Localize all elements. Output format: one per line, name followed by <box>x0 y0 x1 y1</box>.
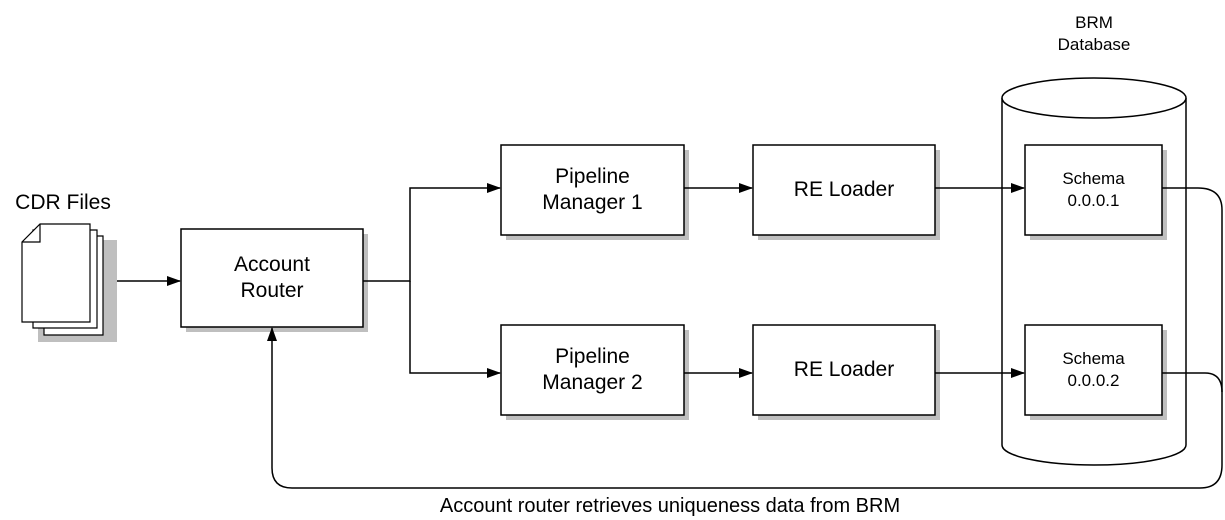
cdr-files-icon <box>21 223 117 342</box>
schema-1-line1: Schema <box>1062 169 1125 188</box>
schema-2-label: Schema 0.0.0.2 <box>1025 325 1162 415</box>
account-router-label-line2: Router <box>240 279 304 302</box>
brm-database-line2: Database <box>1057 35 1131 54</box>
connector-router-split <box>363 183 501 282</box>
pipeline-manager-1-label: Pipeline Manager 1 <box>501 145 684 235</box>
re-loader-2-box <box>752 324 940 420</box>
account-router-box <box>180 228 368 332</box>
pipeline-manager-2-box <box>500 324 689 420</box>
feedback-line-schema1 <box>1162 187 1223 489</box>
account-router-label-line1: Account <box>234 253 310 276</box>
pipeline-manager-1-line1: Pipeline <box>555 165 630 188</box>
pipeline-manager-2-line2: Manager 2 <box>542 371 643 394</box>
re-loader-2-text: RE Loader <box>793 358 895 381</box>
pipeline-manager-1-box <box>500 144 689 240</box>
re-loader-2-label: RE Loader <box>753 325 935 415</box>
schema-2-line1: Schema <box>1062 349 1125 368</box>
feedback-arrow-to-router <box>267 327 1200 489</box>
feedback-line-schema2 <box>1162 372 1223 393</box>
connector-router-to-pm2 <box>409 281 501 378</box>
schema-1-line2: 0.0.0.1 <box>1067 191 1120 210</box>
pipeline-manager-2-label: Pipeline Manager 2 <box>501 325 684 415</box>
re-loader-1-text: RE Loader <box>793 178 895 201</box>
re-loader-1-box <box>752 144 940 240</box>
pipeline-manager-2-line1: Pipeline <box>555 345 630 368</box>
brm-database-label: BRM Database <box>1034 8 1154 60</box>
schema-2-line2: 0.0.0.2 <box>1067 371 1120 390</box>
brm-database-line1: BRM <box>1075 13 1113 32</box>
schema-1-label: Schema 0.0.0.1 <box>1025 145 1162 235</box>
pipeline-manager-1-line2: Manager 1 <box>542 191 643 214</box>
cdr-files-label: CDR Files <box>15 191 111 214</box>
schema-1-box <box>1024 144 1167 240</box>
schema-2-box <box>1024 324 1167 420</box>
re-loader-1-label: RE Loader <box>753 145 935 235</box>
caption: Account router retrieves uniqueness data… <box>439 495 901 517</box>
account-router-label: Account Router <box>181 229 363 327</box>
